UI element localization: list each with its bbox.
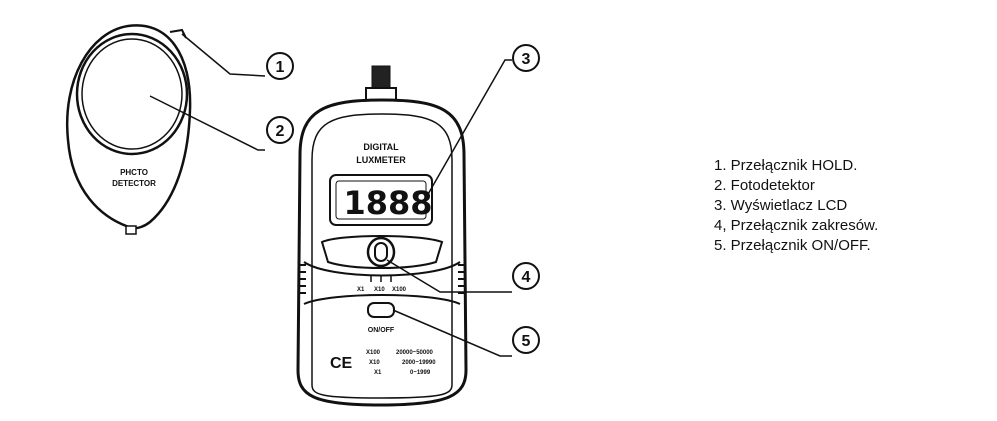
- callout-5: 5: [512, 326, 540, 354]
- meter-title-line1: DIGITAL: [363, 142, 399, 152]
- callout-lines: [149, 33, 512, 357]
- onoff-switch: ON/OFF: [367, 302, 395, 334]
- legend-item-photodetector: 2. Fotodetektor: [714, 177, 815, 194]
- onoff-label: ON/OFF: [368, 327, 395, 334]
- luxmeter-body: DIGITAL LUXMETER 1888 X1 X10 X100 ON/OFF…: [296, 65, 468, 407]
- range-mark-x10: X10: [374, 287, 385, 293]
- legend-item-onoff: 5. Przełącznik ON/OFF.: [714, 237, 871, 254]
- range-mark-x100: X100: [392, 287, 407, 293]
- legend-item-range-switch: 4, Przełącznik zakresów.: [714, 217, 879, 234]
- callout-5-number: 5: [522, 333, 531, 350]
- detector-label-line2: DETECTOR: [112, 179, 156, 188]
- callout-1: 1: [266, 52, 294, 80]
- callout-3-number: 3: [522, 51, 531, 68]
- range-table-mult-2: X1: [374, 370, 382, 376]
- ce-mark: CE: [330, 355, 353, 372]
- callout-1-number: 1: [276, 59, 285, 76]
- callout-2: 2: [266, 116, 294, 144]
- lcd-display: 1888: [329, 174, 433, 226]
- legend-item-hold: 1. Przełącznik HOLD.: [714, 157, 858, 174]
- range-table-mult-0: X100: [366, 350, 381, 356]
- legend-list: 1. Przełącznik HOLD. 2. Fotodetektor 3. …: [714, 156, 878, 256]
- range-table-range-1: 2000~19990: [402, 360, 436, 366]
- range-table-mult-1: X10: [369, 360, 380, 366]
- lcd-digits: 1888: [343, 184, 432, 222]
- range-table-range-0: 20000~50000: [396, 350, 434, 356]
- callout-4: 4: [512, 262, 540, 290]
- callout-2-number: 2: [276, 123, 285, 140]
- photo-detector: PHCTO DETECTOR: [65, 24, 192, 235]
- range-table-range-2: 0~1999: [410, 370, 431, 376]
- legend-item-lcd: 3. Wyświetlacz LCD: [714, 197, 848, 214]
- callout-4-number: 4: [522, 269, 531, 286]
- callout-3: 3: [512, 44, 540, 72]
- detector-label-line1: PHCTO: [120, 168, 148, 177]
- range-mark-x1: X1: [357, 287, 365, 293]
- meter-title-line2: LUXMETER: [356, 155, 406, 165]
- range-table: X100 20000~50000 X10 2000~19990 X1 0~199…: [366, 350, 436, 376]
- range-switch: X1 X10 X100: [303, 235, 461, 293]
